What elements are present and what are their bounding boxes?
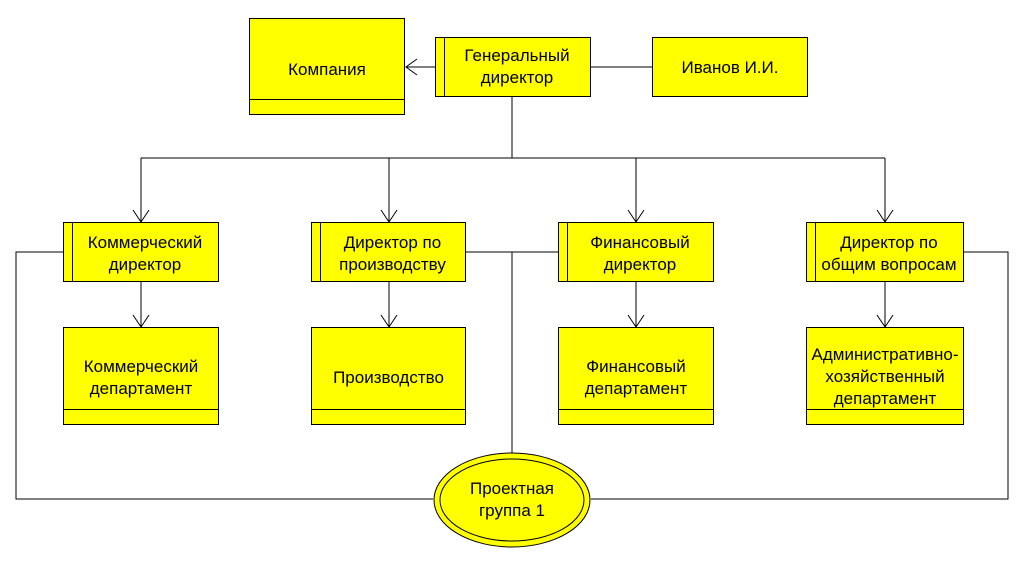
box-stripe <box>444 38 445 96</box>
financial-director-box[interactable]: Финансовый директор <box>558 222 714 282</box>
production-director-box[interactable]: Директор по производству <box>311 222 466 282</box>
project-group-node[interactable]: Проектная группа 1 <box>433 452 591 548</box>
financial-director-label: Финансовый директор <box>590 233 690 274</box>
box-band <box>250 99 404 100</box>
general-director-label: Генеральный директор <box>464 46 570 87</box>
production-label: Производство <box>333 368 444 387</box>
commercial-department-box[interactable]: Коммерческий департамент <box>63 327 219 425</box>
production-box[interactable]: Производство <box>311 327 466 425</box>
link-commercial-project <box>15 251 433 500</box>
commercial-director-box[interactable]: Коммерческий директор <box>63 222 219 282</box>
box-band <box>312 409 465 410</box>
arrow-company <box>405 58 418 76</box>
commercial-director-label: Коммерческий директор <box>87 233 203 274</box>
admin-department-label: Административно- хозяйственный департаме… <box>811 345 959 408</box>
box-band <box>559 409 713 410</box>
company-label: Компания <box>288 60 366 79</box>
box-band <box>64 409 218 410</box>
ivanov-box[interactable]: Иванов И.И. <box>652 37 808 97</box>
box-stripe <box>320 223 321 281</box>
commercial-department-label: Коммерческий департамент <box>83 357 199 398</box>
general-director-box[interactable]: Генеральный директор <box>435 37 591 97</box>
general-affairs-director-box[interactable]: Директор по общим вопросам <box>806 222 964 282</box>
project-group-label: Проектная группа 1 <box>469 479 555 520</box>
box-stripe <box>567 223 568 281</box>
company-box[interactable]: Компания <box>249 18 405 115</box>
ivanov-label: Иванов И.И. <box>681 58 779 77</box>
box-band <box>807 409 963 410</box>
link-general-affairs-project <box>591 251 1009 500</box>
box-stripe <box>72 223 73 281</box>
financial-department-box[interactable]: Финансовый департамент <box>558 327 714 425</box>
box-stripe <box>815 223 816 281</box>
general-affairs-director-label: Директор по общим вопросам <box>821 233 957 274</box>
admin-department-box[interactable]: Административно- хозяйственный департаме… <box>806 327 964 425</box>
production-director-label: Директор по производству <box>339 233 446 274</box>
project-group-ellipse <box>433 452 591 548</box>
financial-department-label: Финансовый департамент <box>584 357 688 398</box>
